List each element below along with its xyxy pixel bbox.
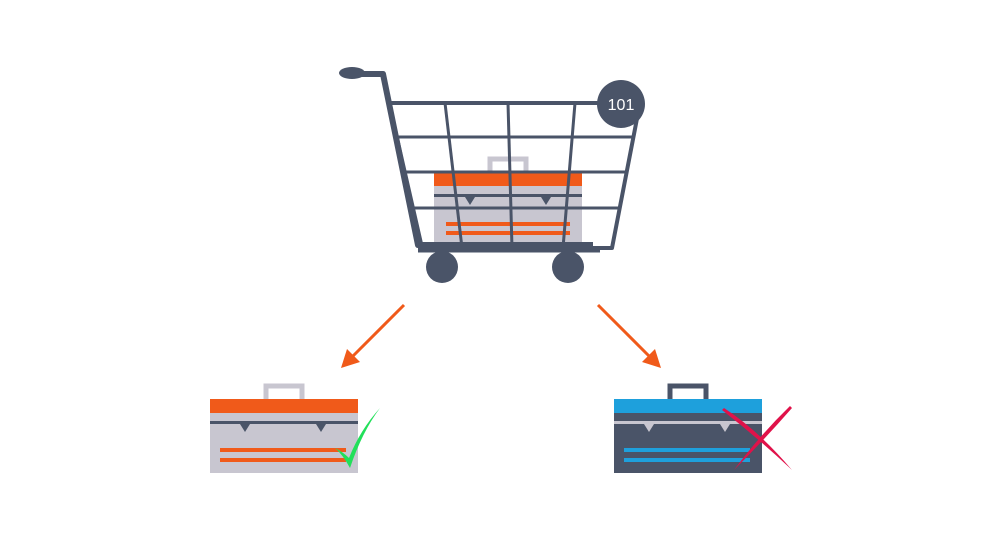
arrow-right — [596, 303, 661, 368]
cart-wheel-right — [552, 251, 584, 283]
cross-icon — [722, 406, 792, 470]
cart-wheel-left — [426, 251, 458, 283]
cart-count-text: 101 — [608, 97, 635, 114]
cart-count-badge: 101 — [597, 80, 645, 128]
shopping-cart-icon — [339, 67, 642, 283]
rejected-toolbox-icon — [614, 383, 762, 473]
checkmark-icon — [335, 408, 380, 468]
cart-toolbox-icon — [434, 156, 582, 244]
arrow-left — [341, 303, 406, 368]
accepted-toolbox-icon — [210, 383, 358, 473]
